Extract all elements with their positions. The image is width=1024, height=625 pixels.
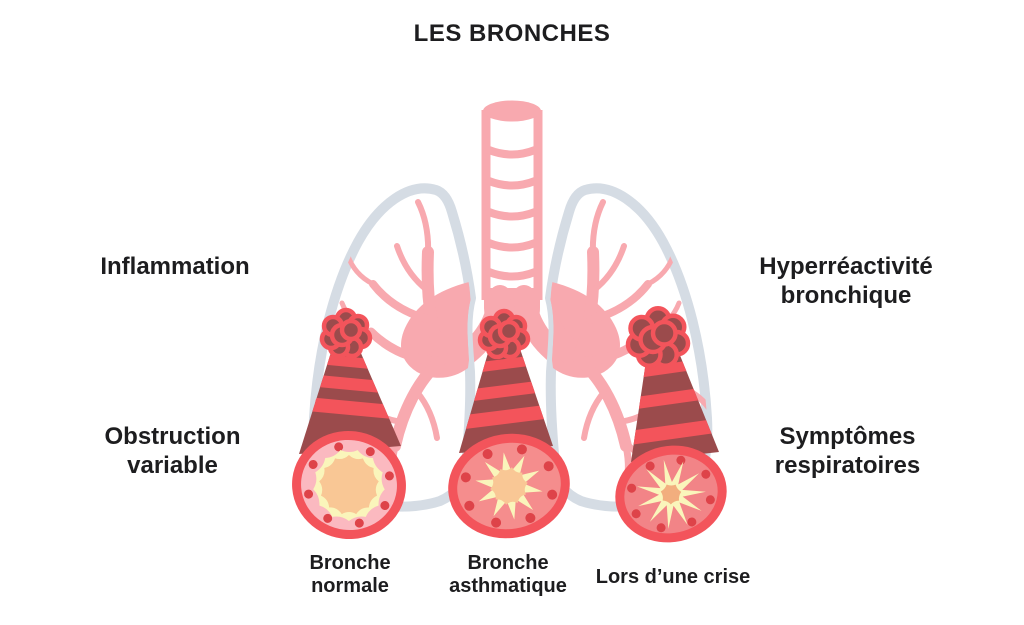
label-bronche-normale: Bronche normale [309,552,391,597]
label-bronche-asthmatique: Bronche asthmatique [449,552,567,597]
label-lors-dune-crise: Lors d’une crise [595,566,751,588]
label-symptomes-respiratoires: Symptômes respiratoires [774,423,921,479]
page-title: LES BRONCHES [413,20,611,47]
alveoli-cluster-asthmatic [477,308,531,360]
label-inflammation: Inflammation [100,253,250,280]
alveoli-cluster-normal [319,307,373,359]
bronchus-tube-normal [299,344,401,454]
cross-section-crisis [615,445,727,543]
trachea [481,100,543,300]
label-obstruction-variable: Obstruction variable [104,423,241,479]
cross-section-normal [292,430,406,540]
cross-section-asthmatic [448,433,570,539]
trachea-cap [483,100,541,122]
label-hyperreactivite-bronchique: Hyperréactivité bronchique [759,253,933,309]
alveoli-cluster-crisis [625,306,691,368]
